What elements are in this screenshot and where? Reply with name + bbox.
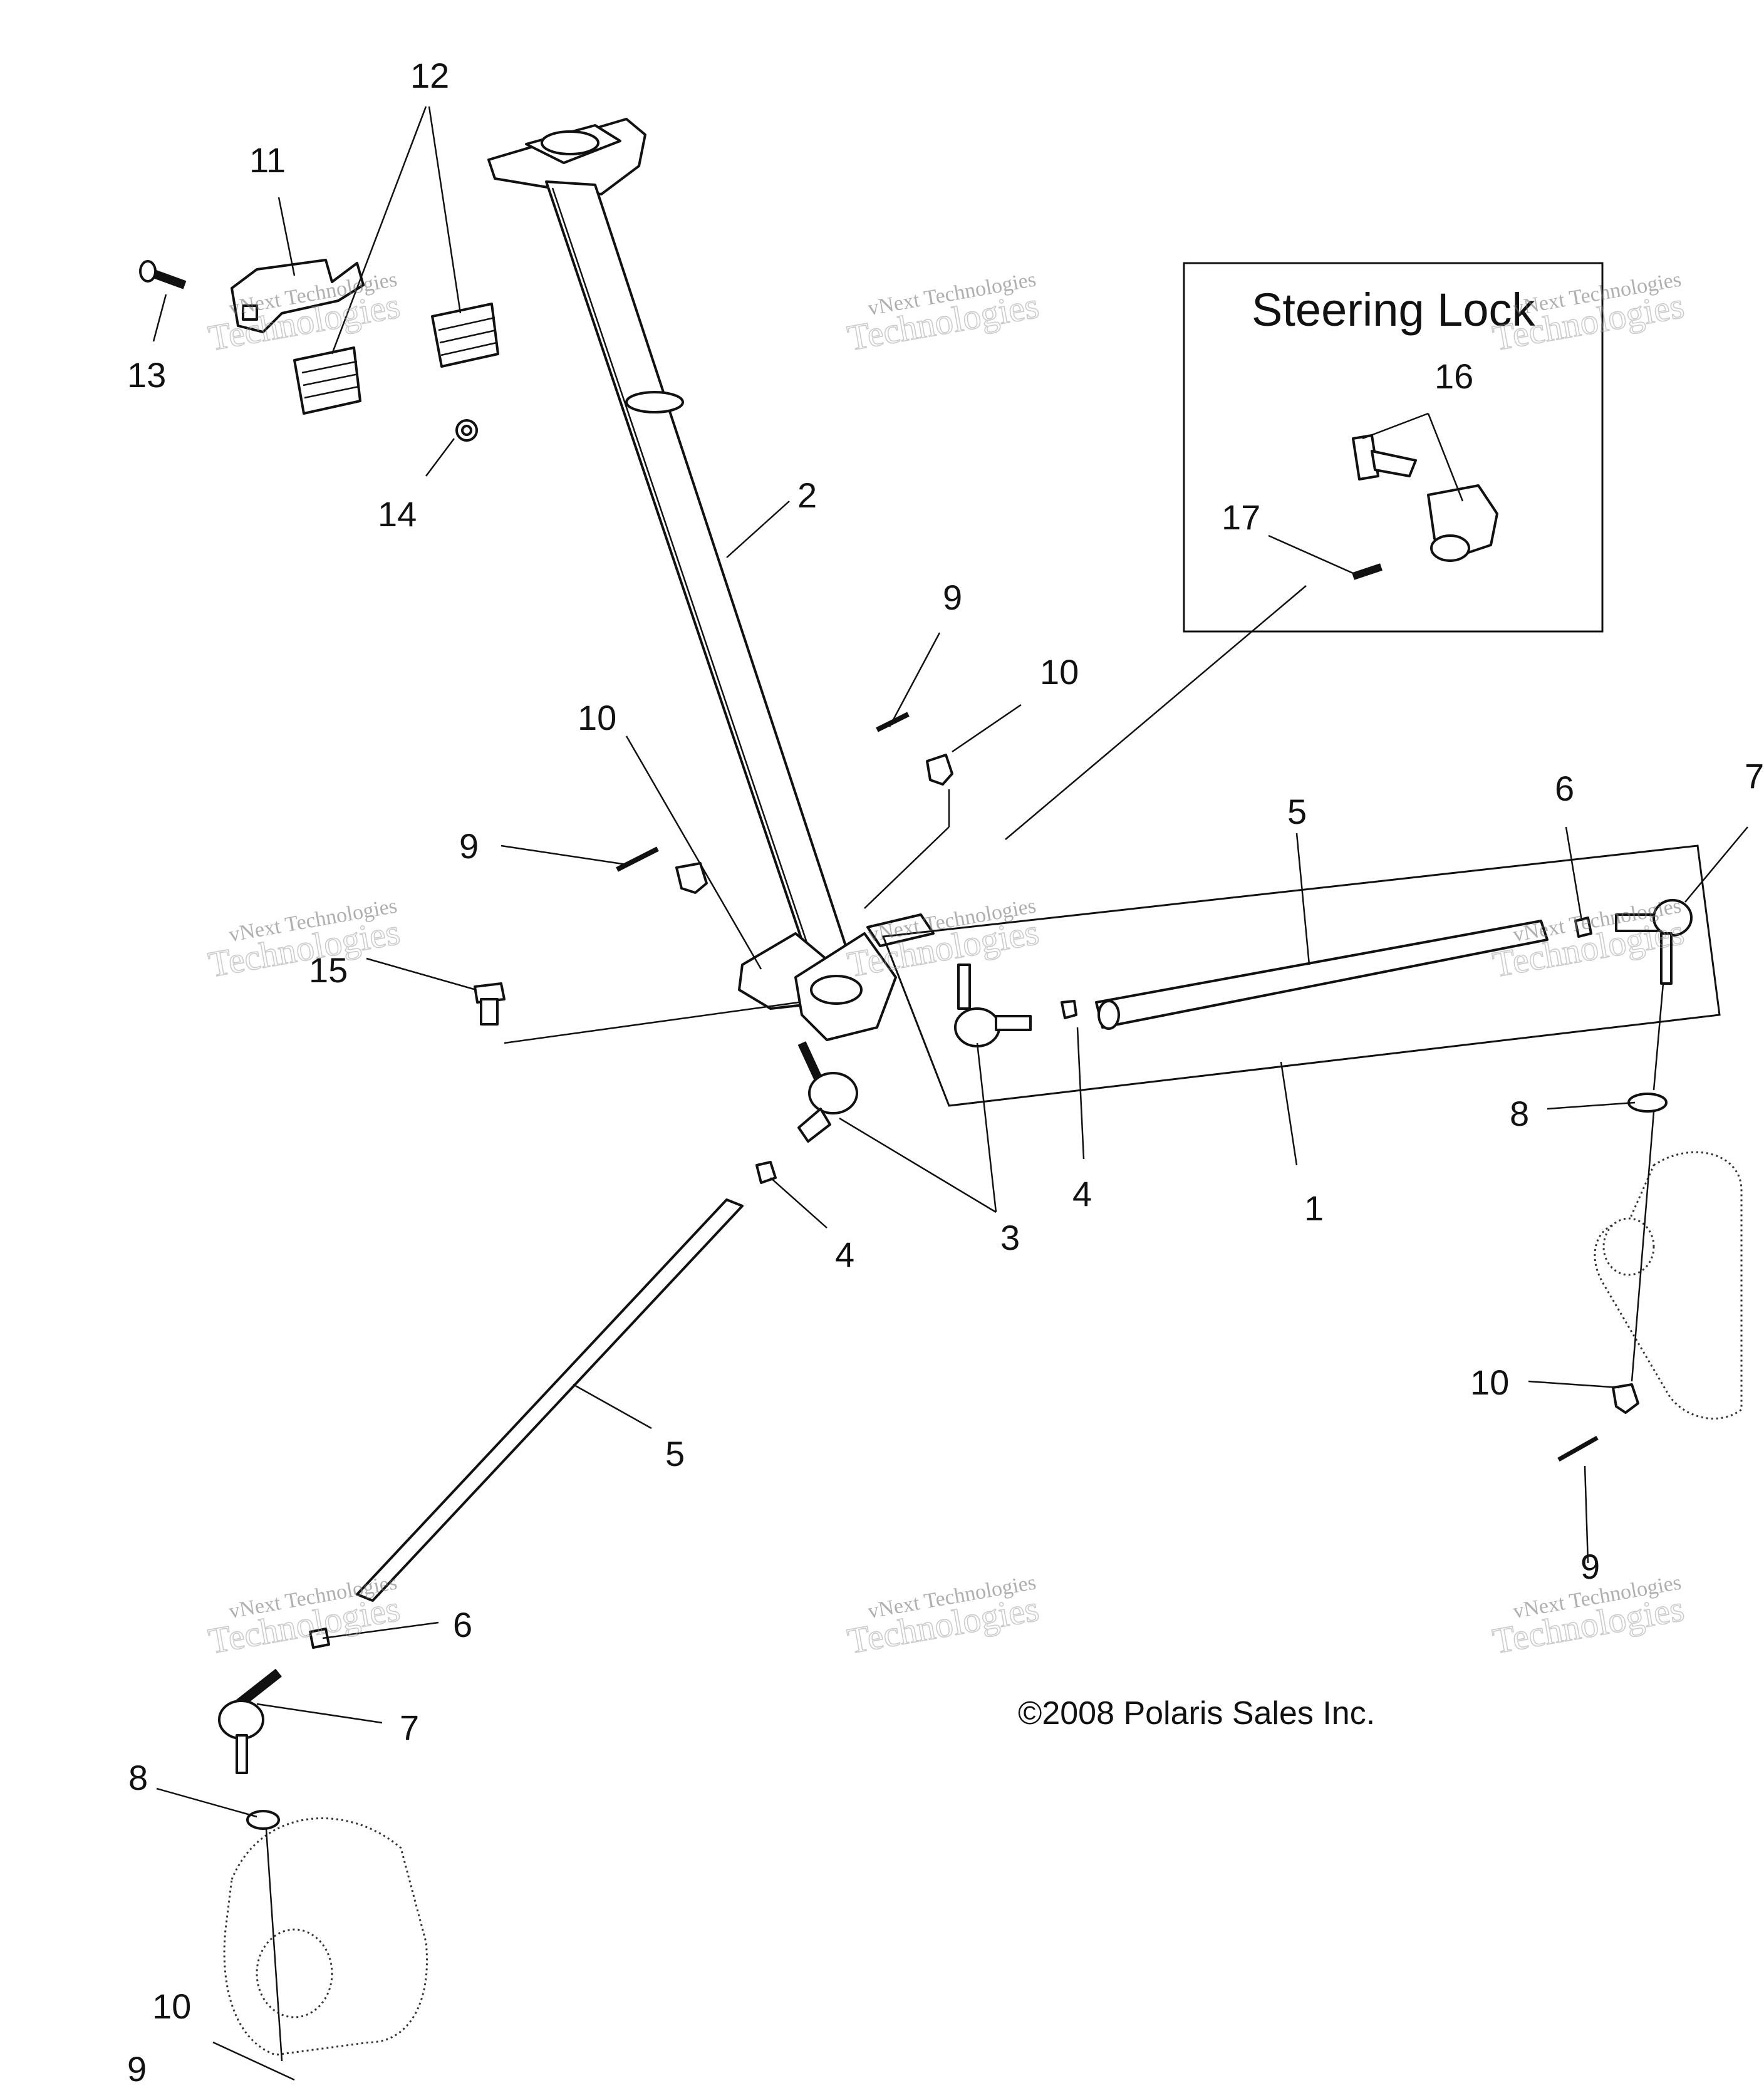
callout-8-right: 8 [1510,1094,1529,1133]
callout-4-right: 4 [1072,1174,1092,1213]
callout-labels: 12 11 13 14 2 9 10 10 9 15 16 17 5 6 7 8… [127,56,1764,2088]
callout-10-upper: 10 [1040,652,1079,692]
callout-9-left: 9 [459,826,479,866]
callout-13: 13 [127,355,166,395]
bolt-15 [474,982,506,1026]
callout-6-lower: 6 [453,1605,472,1644]
callout-7-right: 7 [1745,756,1764,796]
callout-16: 16 [1435,356,1473,396]
callout-3: 3 [1000,1218,1020,1257]
callout-6-right: 6 [1555,769,1574,808]
callout-9-right: 9 [1580,1547,1600,1586]
callout-10-left: 10 [578,698,616,737]
column-clamp-parts [139,259,499,442]
callout-7-lower: 7 [400,1708,419,1747]
lower-tie-rod [218,1041,858,1830]
callout-12: 12 [410,56,449,95]
callout-10-right: 10 [1470,1363,1509,1402]
right-knuckle [1557,983,1743,1462]
leader-lines [152,106,1748,2081]
steering-column [487,118,935,1041]
callout-15: 15 [309,950,348,990]
callout-14: 14 [378,494,417,534]
steering-lock-inset: Steering Lock [1183,262,1604,633]
callout-9-upper: 9 [943,578,962,617]
callout-5-lower: 5 [665,1434,685,1473]
tie-rod-assembly [881,844,1721,1107]
steering-lock-title: Steering Lock [1252,284,1535,336]
callout-1: 1 [1304,1188,1324,1228]
callout-17: 17 [1222,497,1260,537]
callout-11: 11 [249,140,286,180]
callout-2: 2 [797,475,817,515]
callout-9-lower: 9 [127,2049,147,2085]
callout-8-lower: 8 [128,1758,148,1797]
copyright-text: ©2008 Polaris Sales Inc. [1018,1695,1375,1732]
left-knuckle [223,1817,428,2062]
callout-4-left: 4 [835,1235,854,1274]
callout-5-upper: 5 [1287,792,1307,831]
upper-pins-nuts [616,712,953,894]
callout-10-lower: 10 [152,1987,191,2026]
